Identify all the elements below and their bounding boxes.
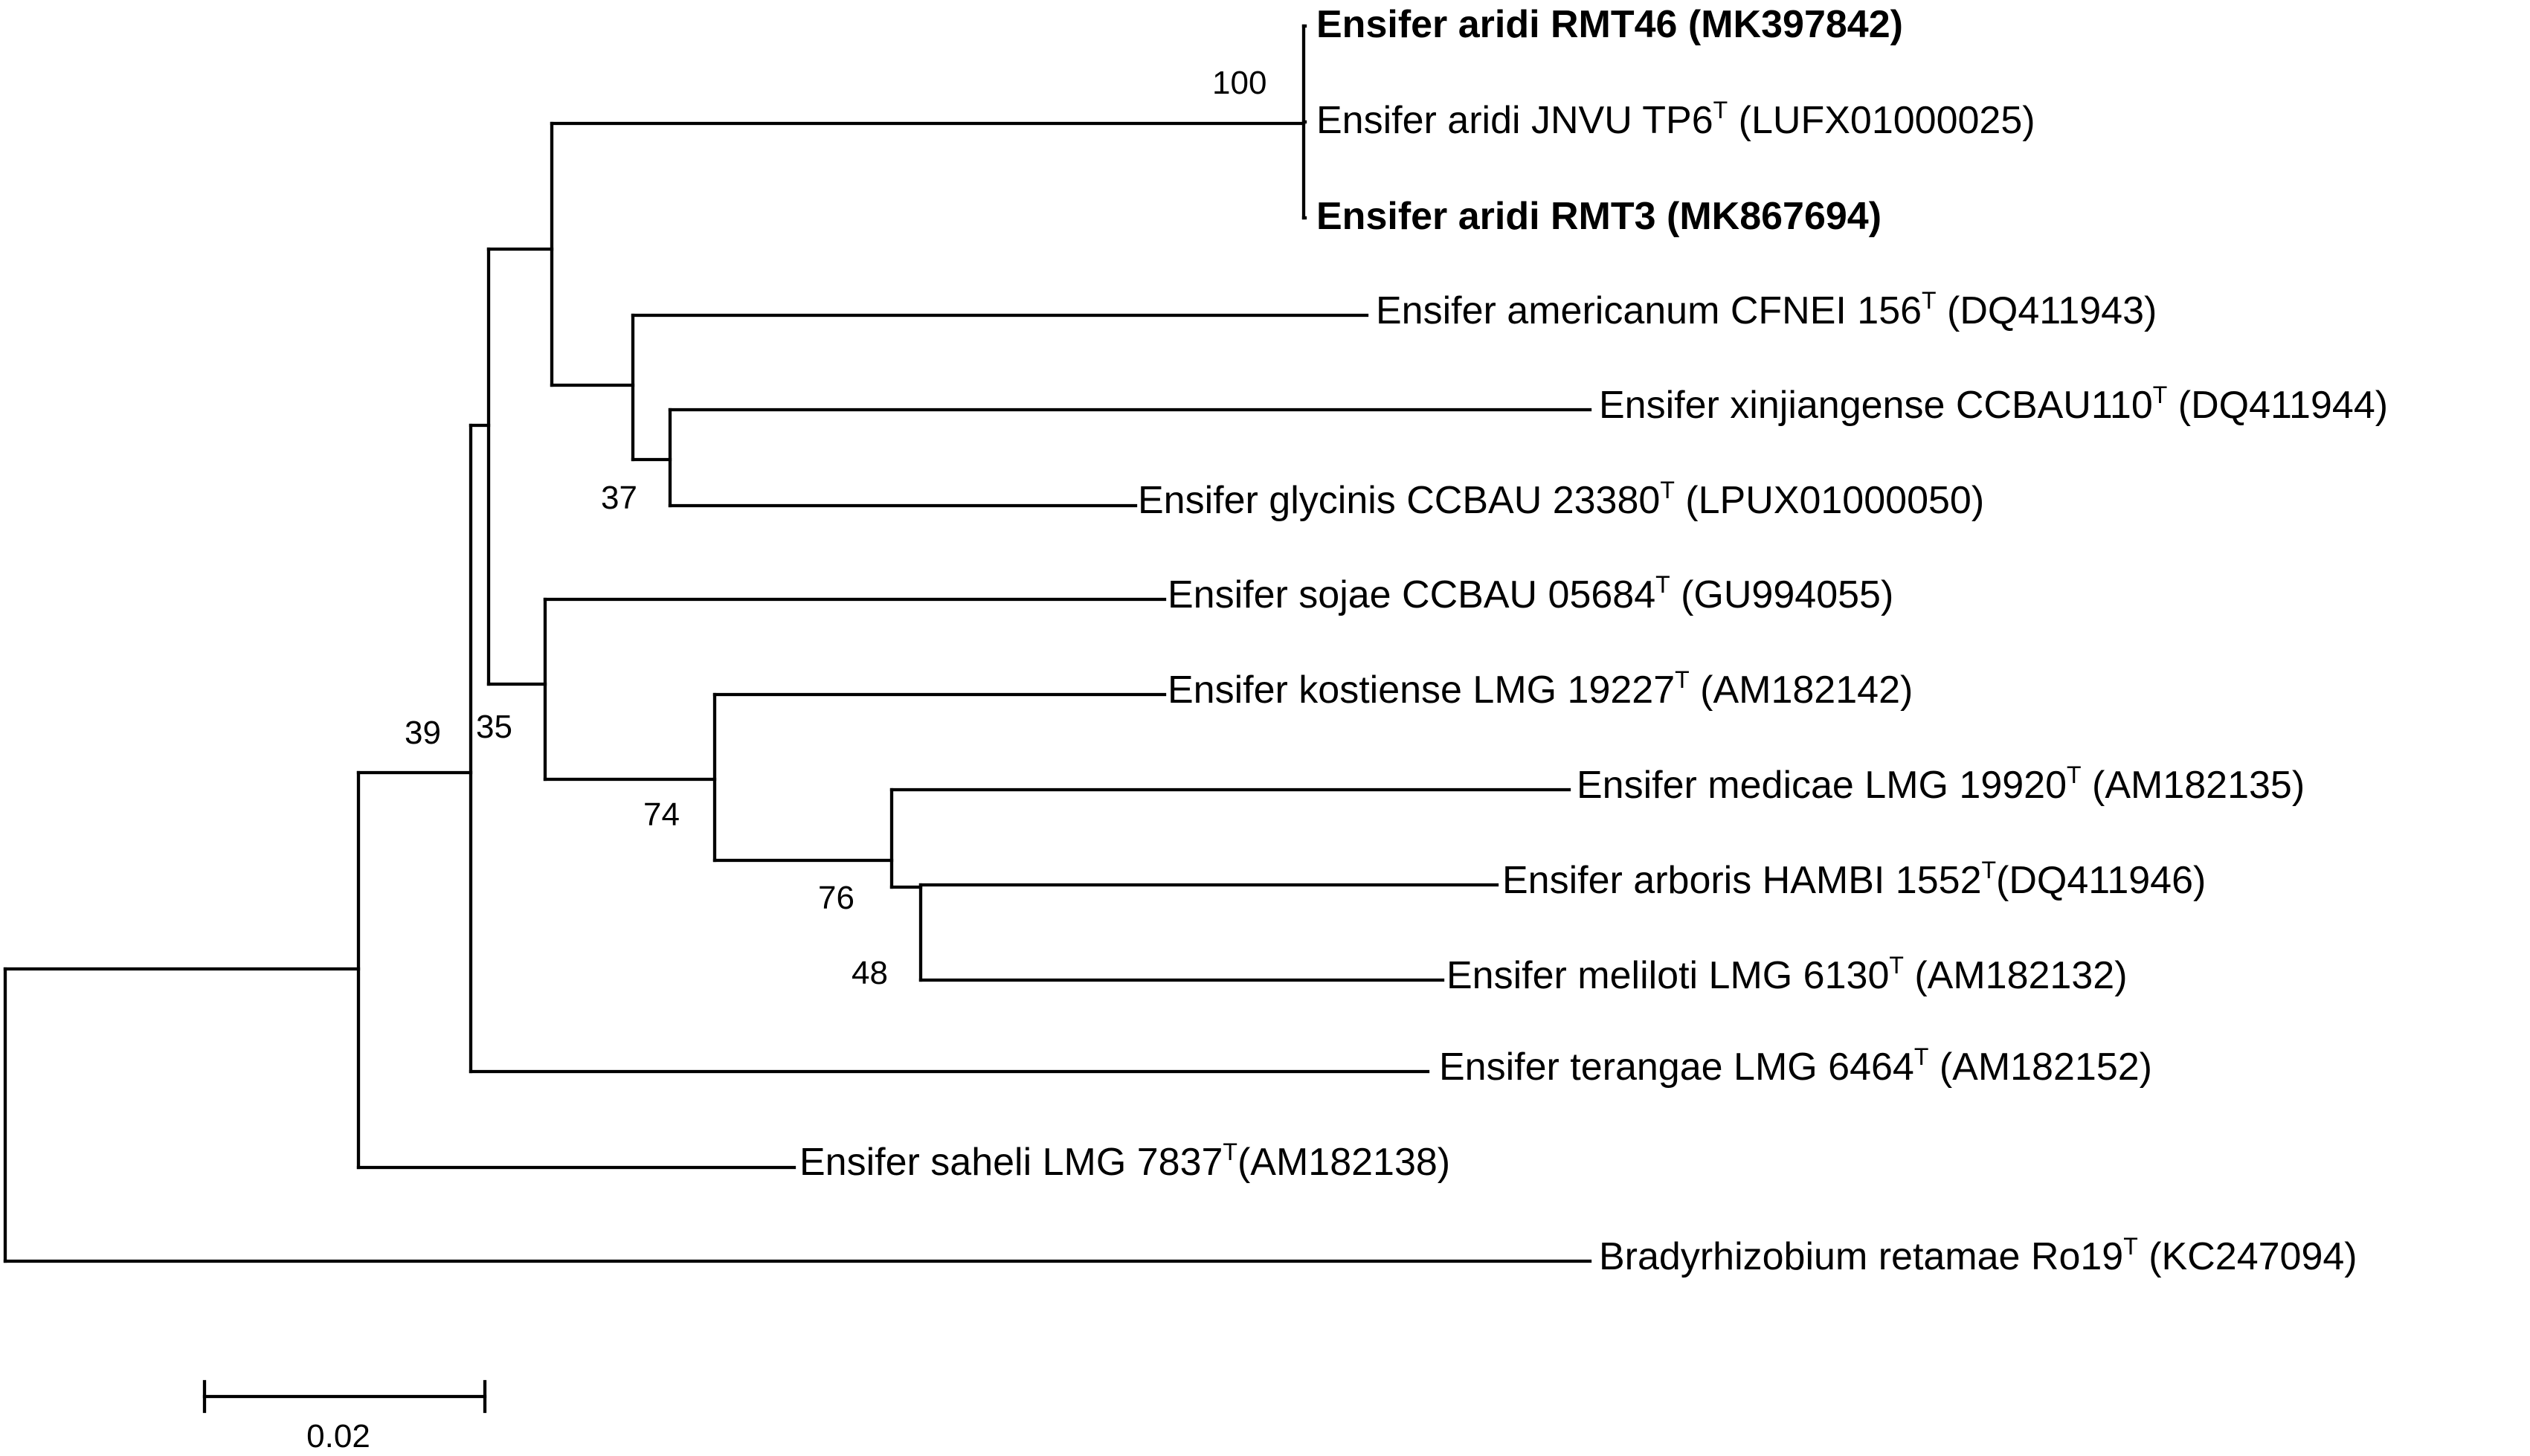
bootstrap-value-aridi-clade: 100 — [1212, 65, 1266, 101]
taxon-label-ensifer-sojae: Ensifer sojae CCBAU 05684T (GU994055) — [1168, 571, 1893, 616]
scale-bar-label: 0.02 — [306, 1418, 370, 1455]
taxon-label-ensifer-medicae: Ensifer medicae LMG 19920T (AM182135) — [1577, 761, 2305, 807]
taxon-label-ensifer-americanum: Ensifer americanum CFNEI 156T (DQ411943) — [1376, 287, 2157, 332]
taxon-label-ensifer-xinjiangense: Ensifer xinjiangense CCBAU110T (DQ411944… — [1599, 381, 2388, 427]
bootstrap-value-node-48: 48 — [852, 955, 888, 991]
taxon-label-ensifer-aridi-rmt46: Ensifer aridi RMT46 (MK397842) — [1316, 3, 1903, 46]
taxon-label-ensifer-saheli: Ensifer saheli LMG 7837T(AM182138) — [799, 1138, 1450, 1184]
bootstrap-value-node-74: 74 — [643, 796, 680, 833]
taxon-labels: Ensifer aridi RMT46 (MK397842) Ensifer a… — [799, 3, 2388, 1278]
tree-branches — [3, 24, 1592, 1263]
taxon-label-ensifer-meliloti: Ensifer meliloti LMG 6130T (AM182132) — [1446, 952, 2128, 997]
taxon-label-ensifer-arboris: Ensifer arboris HAMBI 1552T(DQ411946) — [1502, 857, 2206, 902]
bootstrap-value-node-35: 35 — [476, 709, 512, 745]
bootstrap-values: 100 37 39 35 74 76 48 — [405, 65, 1266, 991]
taxon-label-ensifer-glycinis: Ensifer glycinis CCBAU 23380T (LPUX01000… — [1138, 477, 1984, 522]
taxon-label-ensifer-terangae: Ensifer terangae LMG 6464T (AM182152) — [1439, 1043, 2152, 1089]
taxon-label-ensifer-aridi-rmt3: Ensifer aridi RMT3 (MK867694) — [1316, 195, 1882, 238]
taxon-label-ensifer-kostiense: Ensifer kostiense LMG 19227T (AM182142) — [1168, 666, 1913, 712]
bootstrap-value-node-76: 76 — [818, 880, 854, 916]
bootstrap-value-node-37: 37 — [601, 480, 637, 516]
taxon-label-bradyrhizobium-retamae: Bradyrhizobium retamae Ro19T (KC247094) — [1599, 1233, 2357, 1278]
scale-bar: 0.02 — [202, 1379, 487, 1455]
bootstrap-value-node-39: 39 — [405, 715, 441, 751]
taxon-label-ensifer-aridi-jnvu: Ensifer aridi JNVU TP6T (LUFX01000025) — [1316, 97, 2035, 142]
